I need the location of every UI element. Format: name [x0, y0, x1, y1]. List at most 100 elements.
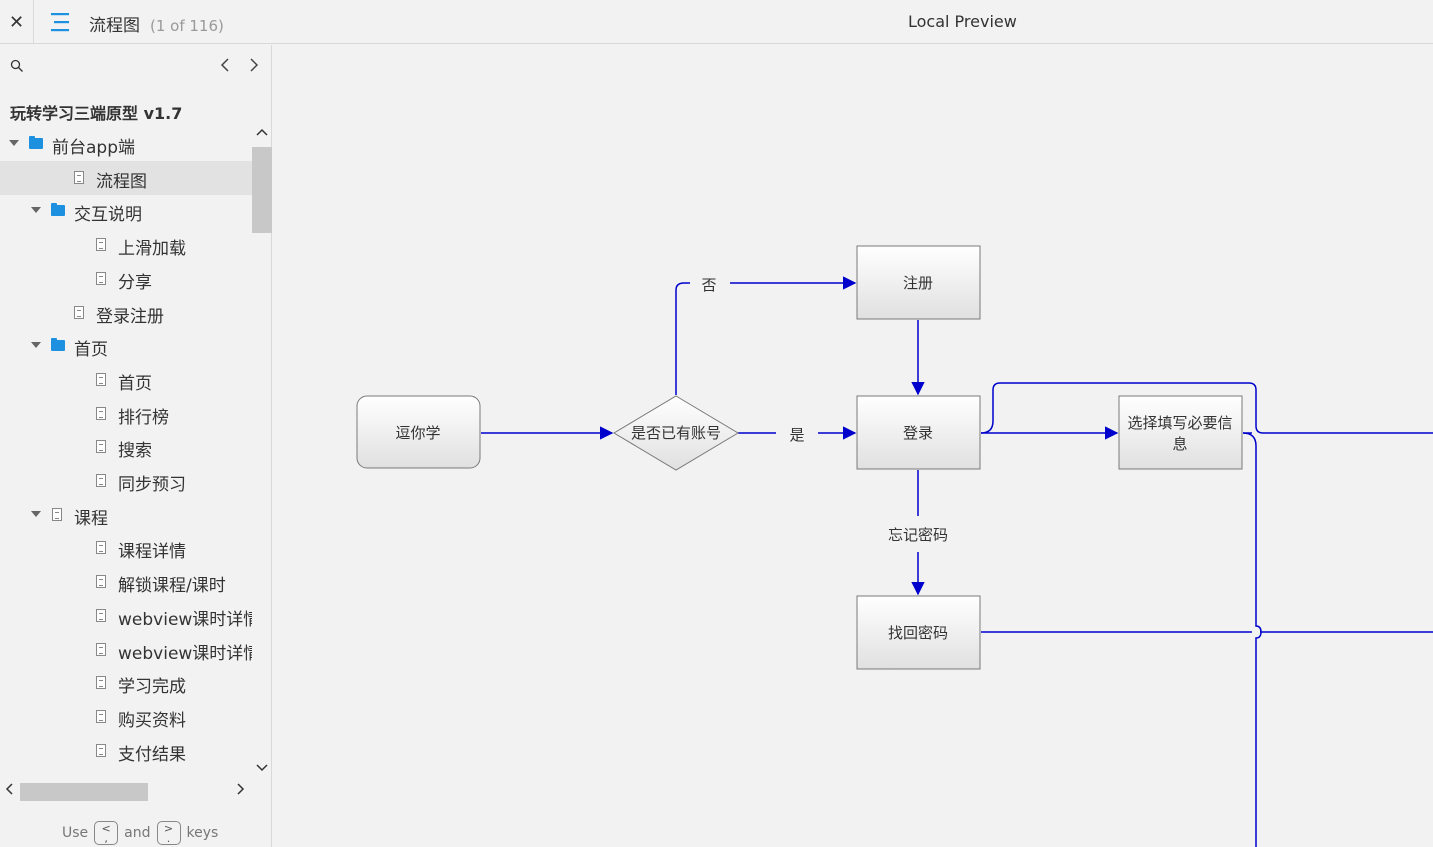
search-row — [0, 45, 272, 89]
tree-item-label: webview课时详情（ — [118, 610, 252, 630]
tree-item-0[interactable]: 前台app端 — [0, 127, 252, 161]
keyboard-hint: Use <, and >. keys — [62, 821, 218, 845]
page-icon — [96, 541, 106, 554]
menu-icon[interactable] — [50, 11, 72, 33]
page-icon — [96, 575, 106, 588]
key-next-icon: >. — [156, 821, 181, 845]
chevron-left-icon — [220, 58, 229, 72]
page-title-text: 流程图 — [89, 16, 140, 36]
project-title: 玩转学习三端原型 v1.7 — [10, 104, 183, 123]
top-bar: ✕ 流程图 (1 of 116) Local Preview — [0, 0, 1433, 44]
tree-vertical-scrollbar[interactable] — [252, 127, 272, 775]
node-login[interactable]: 登录 — [856, 395, 981, 470]
tree-item-17[interactable]: 购买资料 — [0, 700, 252, 734]
hint-and: and — [124, 825, 151, 841]
close-button[interactable]: ✕ — [0, 0, 34, 44]
caret-down-icon[interactable] — [31, 207, 41, 213]
scroll-right-icon[interactable] — [236, 781, 246, 797]
chevron-right-icon — [250, 58, 259, 72]
tree-item-label: 交互说明 — [74, 205, 142, 225]
page-tree: 前台app端流程图交互说明上滑加载分享登录注册首页首页排行榜搜索同步预习课程课程… — [0, 127, 252, 775]
caret-down-icon[interactable] — [31, 511, 41, 517]
tree-item-15[interactable]: webview课时详情（ — [0, 633, 252, 667]
flowchart-edges — [481, 276, 1433, 847]
folder-icon — [51, 203, 65, 216]
node-recover-label: 找回密码 — [888, 624, 948, 642]
tree-item-2[interactable]: 交互说明 — [0, 194, 252, 228]
tree-item-label: 流程图 — [96, 172, 147, 192]
node-fill-info[interactable]: 选择填写必要信 息 — [1118, 395, 1243, 470]
horizontal-scroll-thumb[interactable] — [20, 783, 148, 801]
node-register-label: 注册 — [903, 274, 933, 292]
tree-item-label: 解锁课程/课时 — [118, 576, 226, 596]
tree-item-label: webview课时详情（ — [118, 644, 252, 664]
page-icon — [52, 508, 62, 521]
tree-item-4[interactable]: 分享 — [0, 262, 252, 296]
node-recover[interactable]: 找回密码 — [856, 595, 981, 670]
tree-item-8[interactable]: 排行榜 — [0, 397, 252, 431]
tree-item-label: 购买资料 — [118, 711, 186, 731]
next-page-button[interactable] — [246, 57, 262, 77]
tree-item-14[interactable]: webview课时详情（ — [0, 599, 252, 633]
page-icon — [96, 676, 106, 689]
tree-item-label: 前台app端 — [52, 138, 135, 158]
caret-down-icon[interactable] — [9, 140, 19, 146]
tree-item-18[interactable]: 支付结果 — [0, 734, 252, 768]
tree-item-5[interactable]: 登录注册 — [0, 296, 252, 330]
tree-item-13[interactable]: 解锁课程/课时 — [0, 565, 252, 599]
tree-item-1[interactable]: 流程图 — [0, 161, 252, 195]
tree-item-11[interactable]: 课程 — [0, 498, 252, 532]
tree-item-label: 同步预习 — [118, 475, 186, 495]
page-title: 流程图 (1 of 116) — [89, 11, 224, 36]
edge-fill-info-down — [1242, 432, 1262, 847]
tree-item-19[interactable]: 资讯 — [0, 767, 252, 775]
tree-item-label: 首页 — [74, 340, 108, 360]
tree-item-9[interactable]: 搜索 — [0, 430, 252, 464]
page-icon — [74, 171, 84, 184]
tree-item-label: 登录注册 — [96, 307, 164, 327]
node-decision-label: 是否已有账号 — [631, 424, 721, 442]
scroll-left-icon[interactable] — [4, 781, 14, 797]
node-start-label: 逗你学 — [395, 424, 440, 442]
tree-item-10[interactable]: 同步预习 — [0, 464, 252, 498]
tree-item-label: 分享 — [118, 273, 152, 293]
page-icon — [96, 609, 106, 622]
page-icon — [74, 306, 84, 319]
page-icon — [96, 272, 106, 285]
page-count: (1 of 116) — [150, 17, 224, 35]
scroll-down-icon[interactable] — [256, 763, 268, 773]
node-decision[interactable]: 是否已有账号 — [613, 395, 739, 471]
node-start[interactable]: 逗你学 — [356, 395, 481, 469]
node-fill-info-label-line2: 息 — [1172, 435, 1187, 453]
caret-down-icon[interactable] — [31, 342, 41, 348]
tree-item-label: 学习完成 — [118, 677, 186, 697]
node-register[interactable]: 注册 — [856, 245, 981, 320]
page-icon — [96, 474, 106, 487]
hint-use: Use — [62, 825, 89, 841]
flowchart: 逗你学 是否已有账号 注册 登录 选择填写必要信 息 找回密码 否 是 忘记密码 — [356, 245, 1433, 847]
tree-item-6[interactable]: 首页 — [0, 329, 252, 363]
vertical-scroll-thumb[interactable] — [252, 147, 272, 233]
preview-canvas: 逗你学 是否已有账号 注册 登录 选择填写必要信 息 找回密码 否 是 忘记密码 — [273, 45, 1433, 847]
edge-decision-no-part1 — [675, 282, 690, 395]
node-fill-info-label-line1: 选择填写必要信 — [1127, 414, 1232, 432]
tree-horizontal-scrollbar[interactable] — [0, 779, 252, 803]
tree-item-12[interactable]: 课程详情 — [0, 531, 252, 565]
hint-keys: keys — [186, 825, 219, 841]
edge-label-no: 否 — [701, 276, 716, 294]
folder-icon — [29, 136, 43, 149]
page-icon — [96, 238, 106, 251]
tree-item-label: 支付结果 — [118, 745, 186, 765]
page-icon — [96, 710, 106, 723]
node-login-label: 登录 — [903, 424, 933, 442]
tree-item-3[interactable]: 上滑加载 — [0, 228, 252, 262]
tree-item-7[interactable]: 首页 — [0, 363, 252, 397]
search-icon[interactable] — [10, 59, 24, 73]
tree-item-label: 首页 — [118, 374, 152, 394]
previous-page-button[interactable] — [217, 57, 233, 77]
preview-title: Local Preview — [908, 12, 1017, 31]
sidebar: 玩转学习三端原型 v1.7 前台app端流程图交互说明上滑加载分享登录注册首页首… — [0, 45, 272, 847]
tree-item-16[interactable]: 学习完成 — [0, 666, 252, 700]
page-icon — [96, 407, 106, 420]
scroll-up-icon[interactable] — [256, 127, 268, 137]
